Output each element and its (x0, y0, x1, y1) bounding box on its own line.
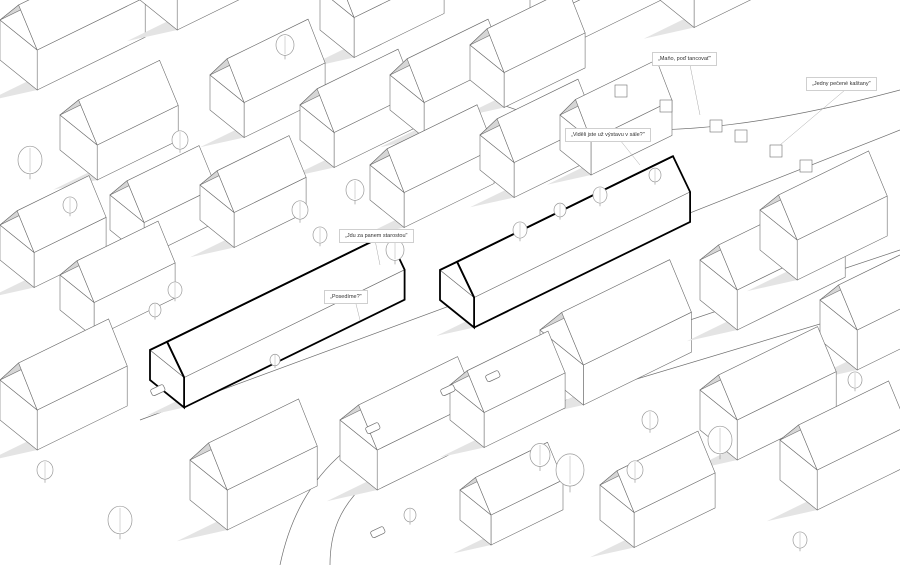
roof-front-plane (616, 430, 716, 513)
roof-front-plane (358, 356, 477, 451)
roof-front-plane (486, 0, 586, 73)
roof-front-plane (316, 48, 416, 133)
roof-front-plane (838, 254, 900, 331)
roof-front-plane (386, 104, 495, 193)
market-stall-icon (769, 144, 783, 158)
roof-front-plane (226, 18, 326, 103)
building-gable (331, 0, 355, 19)
market-stall-icon (799, 159, 813, 173)
roof-front-plane (561, 259, 692, 366)
speech-bubble-exhibition: „Viděli jste už výstavu v sále?" (565, 128, 651, 142)
highlighted-building-outline (455, 154, 691, 329)
roof-front-plane (798, 380, 900, 471)
roof-front-plane (76, 220, 176, 303)
car-icon (150, 384, 166, 397)
roof-front-plane (718, 326, 837, 421)
roof-front-plane (18, 318, 128, 411)
car-icon (440, 384, 456, 397)
speech-bubble-dance: „Maňo, poď tancovať" (652, 52, 717, 66)
speech-leader-line (779, 89, 846, 146)
building-gable-wall (139, 0, 178, 31)
market-stall-icon (614, 84, 628, 98)
building-wall (693, 0, 752, 28)
roof-front-plane (216, 135, 307, 213)
roof-front-plane (208, 398, 318, 491)
roof-front-plane (346, 0, 391, 18)
highlighted-building-outline (439, 155, 674, 271)
market-stall-icon (734, 129, 748, 143)
speech-bubble-chestnuts: „Jedny pečené kaštany" (806, 77, 877, 91)
car-icon (365, 422, 381, 435)
building-gable-wall (659, 0, 695, 29)
market-stall-icon (709, 119, 723, 133)
car-icon (485, 370, 501, 383)
speech-bubble-mayor: „Jdu za panem starostou" (339, 229, 414, 243)
market-stall-icon (659, 99, 673, 113)
roof-front-plane (16, 175, 107, 253)
building-wall (176, 0, 240, 31)
roof-front-plane (778, 150, 888, 241)
car-icon (370, 526, 386, 539)
speech-leader-line (689, 64, 701, 116)
roof-front-plane (78, 59, 179, 146)
speech-bubble-sit: „Posedíme?" (324, 290, 368, 304)
speech-leader-line (619, 139, 641, 166)
roof-front-plane (126, 145, 217, 223)
roof-front-plane (466, 330, 566, 413)
speech-leader-line (374, 239, 381, 266)
roof-front-plane (18, 0, 141, 51)
